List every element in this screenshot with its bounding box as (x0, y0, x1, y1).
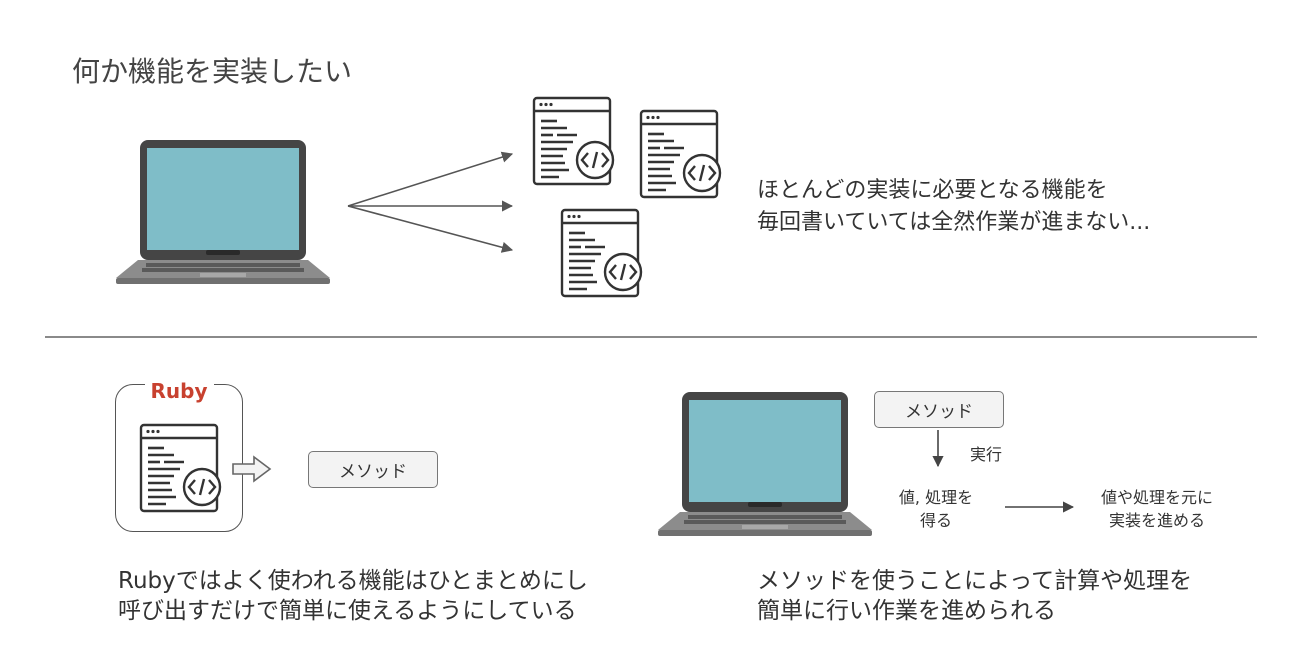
method-pill: メソッド (308, 451, 438, 488)
description-line: 毎回書いていては全然作業が進まない... (757, 210, 1151, 235)
bottom-left-caption: Rubyではよく使われる機能はひとまとめにし 呼び出すだけで簡単に使えるようにし… (118, 566, 588, 626)
arrow-up (347, 151, 514, 207)
diagram-title: 何か機能を実装したい (72, 55, 353, 88)
description-line: ほとんどの実装に必要となる機能を (757, 178, 1108, 203)
ruby-label-text: Ruby (144, 379, 214, 403)
section-divider (45, 336, 1257, 338)
bottom-right-caption: メソッドを使うことによって計算や処理を 簡単に行い作業を進められる (757, 566, 1192, 626)
laptop-icon (116, 140, 330, 284)
method-pill: メソッド (874, 391, 1004, 428)
caption-line: Rubyではよく使われる機能はひとまとめにし (118, 568, 588, 594)
next-line: 値や処理を元に (1100, 488, 1213, 507)
result-label: 値, 処理を 得る (880, 486, 992, 532)
next-step-label: 値や処理を元に 実装を進める (1082, 486, 1232, 532)
caption-line: 呼び出すだけで簡単に使えるようにしている (118, 598, 577, 624)
caption-line: 簡単に行い作業を進められる (757, 598, 1056, 624)
caption-line: メソッドを使うことによって計算や処理を (757, 568, 1193, 594)
top-description: ほとんどの実装に必要となる機能を 毎回書いていては全然作業が進まない... (757, 175, 1150, 239)
execute-label: 実行 (970, 445, 1003, 464)
laptop-icon (658, 392, 872, 536)
ruby-label: Ruby (115, 379, 243, 403)
result-line: 得る (919, 511, 952, 530)
arrow-down (347, 205, 514, 253)
hollow-arrow-icon (232, 455, 272, 483)
next-line: 実装を進める (1108, 511, 1205, 530)
result-line: 値, 処理を (898, 488, 974, 507)
